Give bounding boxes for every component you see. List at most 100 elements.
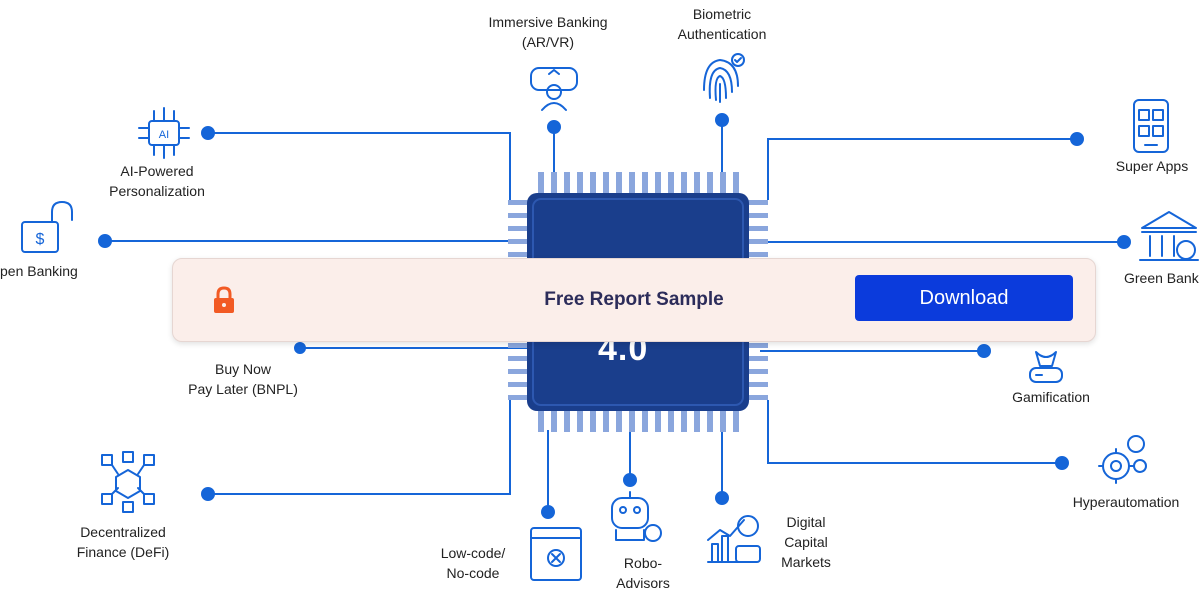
chip-pin — [707, 172, 713, 194]
label-open-banking: pen Banking — [0, 261, 78, 281]
connector-ai — [208, 132, 511, 200]
chip-pin — [694, 410, 700, 432]
endpoint-dot — [98, 234, 112, 248]
chip-pin — [551, 172, 557, 194]
chip-pin — [629, 410, 635, 432]
endpoint-dot — [623, 473, 637, 487]
label-line: Markets — [781, 554, 831, 570]
endpoint-dot — [541, 505, 555, 519]
download-button[interactable]: Download — [855, 275, 1073, 321]
chip-pin — [508, 356, 528, 361]
svg-text:AI: AI — [159, 129, 169, 141]
chip-pin — [748, 369, 768, 374]
connector-super-apps — [767, 138, 1077, 200]
label-line: No-code — [446, 565, 500, 581]
chip-pin — [603, 172, 609, 194]
label-digital-capital-markets: Digital Capital Markets — [781, 512, 831, 572]
chip-pin — [655, 410, 661, 432]
chip-pin — [508, 343, 528, 348]
endpoint-dot — [201, 487, 215, 501]
banner-title: Free Report Sample — [544, 289, 724, 310]
endpoint-dot — [977, 344, 991, 358]
label-immersive-banking: Immersive Banking (AR/VR) — [488, 12, 607, 52]
label-hyperautomation: Hyperautomation — [1073, 492, 1180, 512]
smartphone-apps-icon — [1133, 99, 1169, 153]
label-line: Capital — [784, 534, 828, 550]
label-line: Authentication — [677, 26, 767, 42]
endpoint-dot — [1117, 235, 1131, 249]
chip-pin — [508, 369, 528, 374]
vr-headset-icon — [530, 67, 578, 111]
label-line: Biometric — [692, 6, 752, 22]
chip-pin — [748, 356, 768, 361]
chip-pin — [733, 172, 739, 194]
chip-pin — [642, 172, 648, 194]
chip-pin — [694, 172, 700, 194]
chip-pin — [538, 172, 544, 194]
connector-lines — [98, 113, 1131, 519]
chip-pin — [720, 410, 726, 432]
endpoint-dot — [547, 120, 561, 134]
chip-pin — [508, 226, 528, 231]
robot-advisor-icon — [611, 491, 662, 542]
gamification-controller-icon — [1029, 351, 1063, 383]
chip-pin — [720, 172, 726, 194]
chip-pin — [577, 172, 583, 194]
chip-pin — [616, 410, 622, 432]
label-line: Finance (DeFi) — [76, 544, 170, 560]
label-line: Green Bank — [1124, 270, 1199, 286]
open-banking-lock-icon: $ — [21, 201, 73, 253]
chip-pin — [655, 172, 661, 194]
label-gamification: Gamification — [1012, 387, 1090, 407]
chip-pin — [616, 172, 622, 194]
label-line: pen Banking — [0, 263, 78, 279]
label-line: Pay Later (BNPL) — [188, 381, 298, 397]
label-line: AI-Powered — [120, 163, 194, 179]
connector-defi — [208, 400, 511, 495]
lock-icon — [214, 286, 234, 313]
low-code-browser-icon — [530, 527, 582, 581]
chip-pin — [508, 382, 528, 387]
chip-pin — [508, 213, 528, 218]
label-low-code: Low-code/ No-code — [441, 543, 506, 583]
label-line: Gamification — [1012, 389, 1090, 405]
label-line: Advisors — [616, 575, 670, 591]
chip-pin — [748, 343, 768, 348]
label-line: Buy Now — [214, 361, 272, 377]
chip-pin — [681, 410, 687, 432]
label-bnpl: Buy Now Pay Later (BNPL) — [188, 359, 298, 399]
chip-pin — [733, 410, 739, 432]
chip-pin — [508, 200, 528, 205]
label-line: Decentralized — [80, 524, 166, 540]
label-ai-personalization: AI-Powered Personalization — [109, 161, 205, 201]
gears-icon — [1098, 435, 1147, 484]
chip-pin — [603, 410, 609, 432]
free-report-banner[interactable]: Free Report Sample Download — [172, 258, 1096, 342]
chip-pin — [748, 213, 768, 218]
fingerprint-icon — [703, 53, 745, 103]
label-line: Hyperautomation — [1072, 494, 1180, 510]
chip-pin — [707, 410, 713, 432]
chip-pin — [642, 410, 648, 432]
label-green-banking: Green Bank — [1124, 268, 1199, 288]
endpoint-dot — [201, 126, 215, 140]
chip-pin — [748, 226, 768, 231]
chip-pin — [564, 172, 570, 194]
chip-pin — [748, 382, 768, 387]
endpoint-dot — [294, 342, 306, 354]
label-line: Super Apps — [1115, 158, 1189, 174]
chip-pin — [508, 252, 528, 257]
label-line: (AR/VR) — [521, 34, 575, 50]
label-super-apps: Super Apps — [1116, 156, 1188, 176]
connector-hyperautomation — [767, 400, 1062, 464]
blockchain-network-icon — [101, 451, 155, 513]
chip-pin — [748, 395, 768, 400]
chip-pin — [748, 252, 768, 257]
chip-pin — [629, 172, 635, 194]
endpoint-dot — [1055, 456, 1069, 470]
chip-pin — [681, 172, 687, 194]
label-line: Immersive Banking — [488, 14, 608, 30]
chip-pin — [564, 410, 570, 432]
label-robo-advisors: Robo- Advisors — [616, 553, 670, 593]
chip-pin — [551, 410, 557, 432]
